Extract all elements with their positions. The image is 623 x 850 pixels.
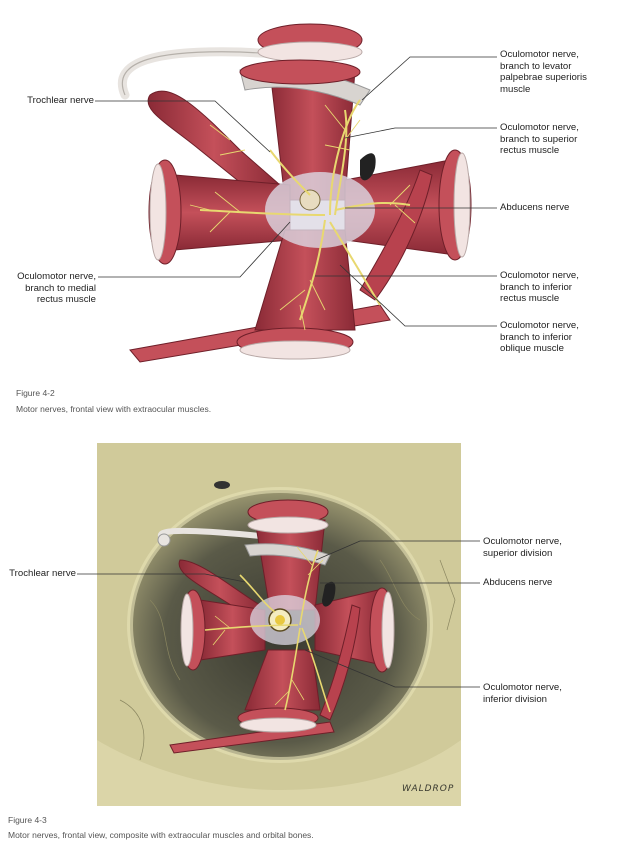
artist-signature: WALDROP [402, 784, 455, 794]
leader-inferior-division [304, 649, 480, 688]
superior-oblique-muscle [147, 90, 281, 201]
figure-4-2-title: Figure 4-2 [16, 388, 55, 398]
label-levator-branch: Oculomotor nerve, branch to levator palp… [500, 49, 587, 95]
label-abducens-nerve-2: Abducens nerve [483, 577, 553, 588]
label-abducens-nerve-1: Abducens nerve [500, 202, 570, 213]
figure-4-3-title: Figure 4-3 [8, 815, 47, 825]
label-medial-rectus-branch: Oculomotor nerve, branch to medial rectu… [17, 271, 96, 305]
leader-medial-rectus [98, 221, 291, 278]
leader-inferior-oblique [339, 264, 497, 327]
leader-levator [361, 56, 497, 101]
label-inferior-rectus-branch: Oculomotor nerve, branch to inferior rec… [500, 270, 579, 304]
label-trochlear-nerve-2: Trochlear nerve [9, 568, 76, 579]
label-inferior-division: Oculomotor nerve, inferior division [483, 682, 562, 705]
label-trochlear-nerve-1: Trochlear nerve [27, 95, 94, 106]
orbital-bone-panel [97, 443, 461, 806]
figure-4-2-caption: Motor nerves, frontal view with extraocu… [16, 404, 212, 414]
label-inferior-oblique-branch: Oculomotor nerve, branch to inferior obl… [500, 320, 579, 354]
leader-trochlear-2 [77, 573, 246, 583]
optic-nerve [299, 189, 321, 211]
annulus-of-zinn [265, 172, 375, 248]
label-superior-rectus-branch: Oculomotor nerve, branch to superior rec… [500, 122, 579, 156]
leader-trochlear [95, 100, 271, 153]
figure-4-2-illustration [95, 23, 497, 363]
label-superior-division: Oculomotor nerve, superior division [483, 536, 562, 559]
orbital-cavity [130, 490, 430, 760]
figure-4-3-caption: Motor nerves, frontal view, composite wi… [8, 830, 314, 840]
leader-superior-rectus [344, 127, 497, 139]
optic-nerve-2 [268, 608, 292, 632]
nerve-branches [199, 99, 411, 321]
leader-superior-division [315, 540, 480, 561]
